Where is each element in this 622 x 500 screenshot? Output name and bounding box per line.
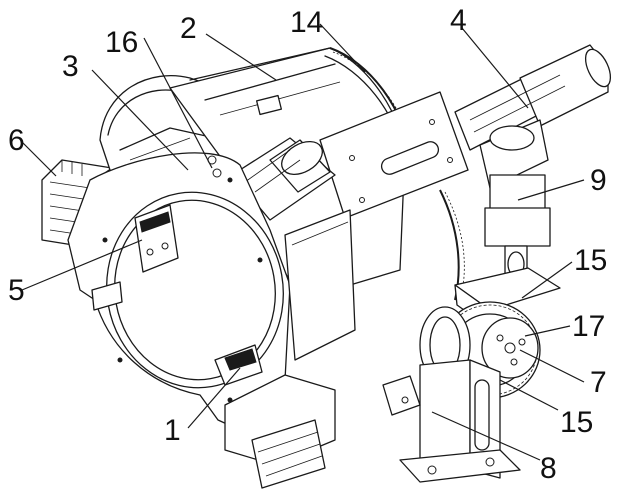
side-block: [284, 209, 356, 361]
callout-15a: 15: [574, 244, 607, 277]
inner-jaw-bottom-1: [214, 344, 263, 386]
disc-hub-7: [481, 317, 539, 379]
callout-8: 8: [540, 452, 557, 485]
callout-5: 5: [8, 274, 25, 307]
left-base-foot: [91, 281, 123, 311]
callout-14: 14: [290, 6, 323, 39]
leader-17: [524, 325, 571, 337]
leader-3: [91, 69, 189, 171]
callout-4: 4: [450, 4, 467, 37]
callout-16: 16: [105, 26, 138, 59]
leader-lines: [21, 23, 585, 461]
callout-15b: 15: [560, 406, 593, 439]
leader-2: [205, 33, 277, 81]
leader-4: [461, 27, 529, 109]
clamp-cylinder-top: [231, 137, 336, 221]
callout-1: 1: [164, 414, 181, 447]
callout-3: 3: [62, 50, 79, 83]
leader-14: [319, 23, 366, 73]
leader-1: [187, 367, 241, 429]
leader-8: [431, 411, 541, 461]
bottom-clamp-block: [224, 374, 336, 489]
callout-2: 2: [180, 12, 197, 45]
leader-7: [519, 349, 585, 383]
drive-motor-4: [454, 44, 612, 151]
leader-9: [517, 179, 585, 201]
leader-15b: [499, 379, 559, 411]
callout-17: 17: [572, 310, 605, 343]
callout-6: 6: [8, 124, 25, 157]
small-bracket: [382, 375, 421, 416]
spindle-9: [479, 119, 551, 297]
callout-labels: 2 16 14 4 3 6 9 15 5 17 7 15 1 8: [8, 4, 607, 485]
leader-5: [21, 239, 143, 291]
callout-9: 9: [590, 164, 607, 197]
mounting-plate: [319, 91, 469, 219]
leader-15a: [521, 261, 573, 299]
leader-6: [21, 141, 57, 177]
inner-jaw-5: [134, 204, 179, 273]
callout-7: 7: [590, 366, 607, 399]
leader-16: [143, 37, 213, 169]
